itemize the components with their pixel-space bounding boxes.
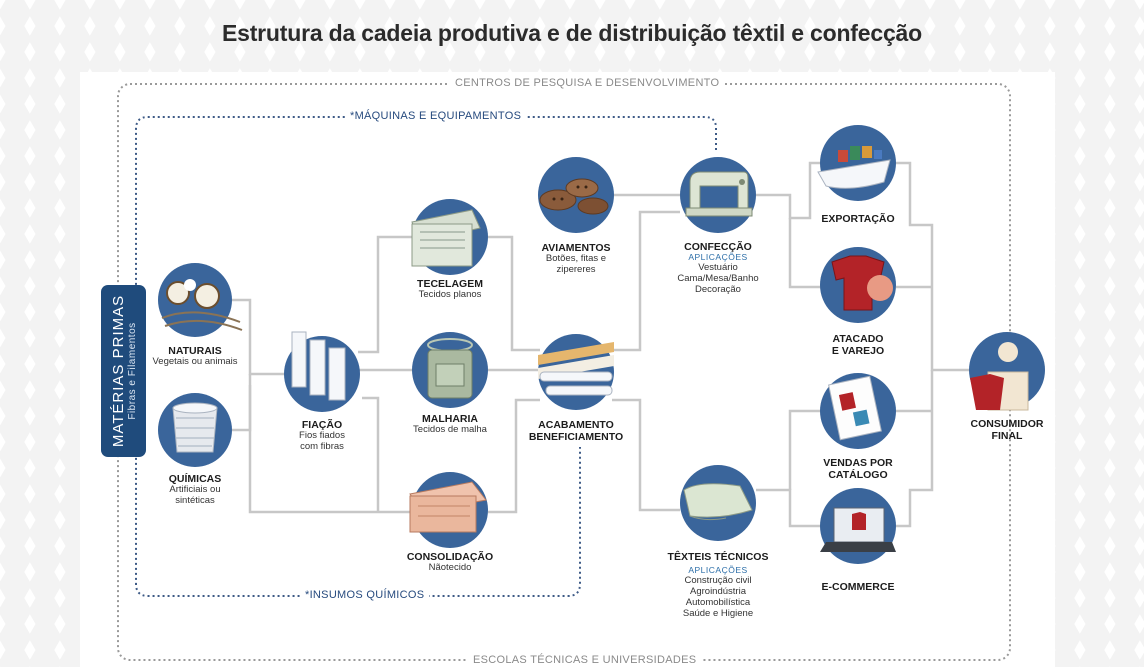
malharia-label: MALHARIA Tecidos de malha	[413, 413, 487, 436]
confeccao-label: CONFECÇÃO APLICAÇÕES Vestuário Cama/Mesa…	[677, 241, 759, 295]
malharia-node	[412, 332, 488, 408]
quimicas-label: QUÍMICAS Artificiais ou sintéticas	[168, 473, 222, 506]
fiacao-node	[284, 331, 360, 412]
fiacao-label: FIAÇÃO Fios fiados com fibras	[299, 419, 345, 452]
exportacao-label: EXPORTAÇÃO	[821, 213, 895, 225]
aviamentos-label: AVIAMENTOS Botões, fitas e zipereres	[541, 242, 611, 275]
atacado-label: ATACADO E VAREJO	[831, 333, 885, 358]
aviamentos-node	[538, 157, 614, 233]
inner-frame	[135, 116, 717, 597]
frame-label-machines: *MÁQUINAS E EQUIPAMENTOS	[345, 110, 527, 122]
materias-primas-title: MATÉRIAS PRIMAS	[109, 294, 127, 448]
frame-label-top: CENTROS DE PESQUISA E DESENVOLVIMENTO	[450, 77, 725, 89]
acabamento-label: ACABAMENTO BENEFICIAMENTO	[528, 419, 624, 444]
frame-label-bottom: ESCOLAS TÉCNICAS E UNIVERSIDADES	[468, 654, 702, 666]
ecommerce-node	[820, 488, 896, 564]
connectors	[230, 161, 970, 528]
materias-primas-subtitle: Fibras e Filamentos	[126, 322, 138, 420]
naturais-label: NATURAIS Vegetais ou animais	[152, 345, 238, 368]
consolidacao-label: CONSOLIDAÇÃO Nãotecido	[406, 551, 494, 574]
materias-primas-box: MATÉRIAS PRIMAS Fibras e Filamentos	[101, 285, 146, 457]
tecelagem-node	[411, 199, 488, 275]
consumidor-label: CONSUMIDOR FINAL	[970, 418, 1044, 443]
naturais-node	[158, 263, 243, 337]
confeccao-node	[680, 157, 756, 233]
quimicas-node	[158, 393, 232, 467]
frame-label-chemicals: *INSUMOS QUÍMICOS	[300, 589, 430, 601]
page-title: Estrutura da cadeia produtiva e de distr…	[221, 20, 922, 46]
vendas-node	[820, 373, 896, 449]
consumidor-node	[969, 332, 1045, 411]
vendas-label: VENDAS POR CATÁLOGO	[823, 457, 893, 482]
atacado-node	[820, 247, 896, 323]
consolidacao-node	[409, 472, 488, 548]
tecelagem-label: TECELAGEM Tecidos planos	[417, 278, 483, 301]
acabamento-node	[538, 334, 614, 410]
exportacao-node	[817, 125, 896, 201]
texteis-node	[680, 465, 756, 541]
ecommerce-label: E-COMMERCE	[821, 581, 895, 593]
texteis-label: TÊXTEIS TÉCNICOS APLICAÇÕES Construção c…	[667, 551, 769, 619]
